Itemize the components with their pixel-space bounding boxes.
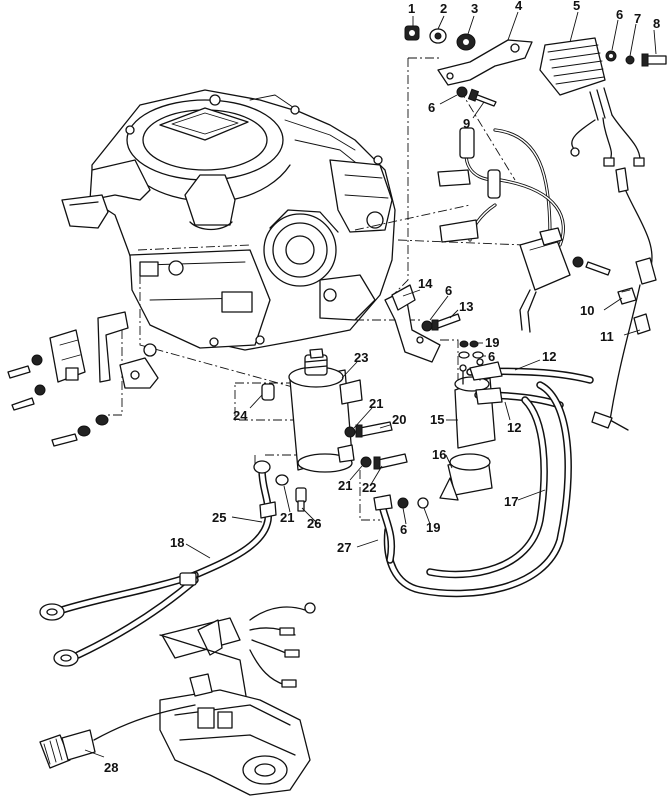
callout-21-top: 21 xyxy=(369,396,383,411)
callout-6-solenoid: 6 xyxy=(488,349,495,364)
part-27-cable xyxy=(373,494,396,564)
callout-25: 25 xyxy=(212,510,226,525)
part-25-cable xyxy=(191,460,277,579)
callout-20: 20 xyxy=(392,412,406,427)
callout-3: 3 xyxy=(471,1,478,16)
part-14-bracket xyxy=(384,284,441,363)
part-4-bracket xyxy=(437,39,533,86)
callout-9: 9 xyxy=(463,116,470,131)
callout-21-mid: 21 xyxy=(338,478,352,493)
part-13-bolt xyxy=(431,313,461,331)
callout-13: 13 xyxy=(459,299,473,314)
part-26-bolt xyxy=(295,487,307,512)
callout-22: 22 xyxy=(362,480,376,495)
callout-leader-lines xyxy=(84,11,657,758)
callout-2: 2 xyxy=(440,1,447,16)
callout-24: 24 xyxy=(233,408,248,423)
part-22-bolt xyxy=(373,453,408,470)
part-3-grommet xyxy=(456,33,476,51)
part-24-dowel xyxy=(261,383,275,401)
part-8-bolt xyxy=(641,53,667,67)
callout-12-bottom: 12 xyxy=(507,420,521,435)
spark-plug-caps-and-wires xyxy=(437,127,565,247)
callout-19-top: 19 xyxy=(485,335,499,350)
callout-11: 11 xyxy=(600,329,614,344)
part-17-cable-pair xyxy=(383,381,572,598)
part-19-nuts-solenoid xyxy=(458,340,484,359)
callout-8: 8 xyxy=(653,16,660,31)
part-2-bushing xyxy=(429,28,447,44)
callout-numbers: 1 2 3 4 5 6 7 8 6 9 14 6 13 10 11 19 6 1… xyxy=(104,0,660,775)
part-18-battery-cable xyxy=(39,571,199,667)
part-21-washers xyxy=(275,426,372,486)
part-5-rectifier xyxy=(539,37,613,121)
callout-26: 26 xyxy=(307,516,321,531)
part-20-bolt xyxy=(355,421,393,438)
part-16-solenoid-holder xyxy=(439,453,493,501)
callout-19-bottom: 19 xyxy=(426,520,440,535)
callout-21-bottom: 21 xyxy=(280,510,294,525)
left-bolts-and-washers xyxy=(7,354,109,447)
part-6-washer-top xyxy=(605,50,617,62)
lower-cowling xyxy=(159,673,311,796)
callout-6-lower: 6 xyxy=(400,522,407,537)
callout-23: 23 xyxy=(354,350,368,365)
part-9-bolt xyxy=(467,88,497,107)
callout-4: 4 xyxy=(515,0,523,13)
part-6-19-nuts-lower xyxy=(397,497,429,509)
callout-18: 18 xyxy=(170,535,184,550)
callout-6-left: 6 xyxy=(428,100,435,115)
callout-15: 15 xyxy=(430,412,444,427)
rectifier-wire-harness xyxy=(570,114,657,431)
wiring-harness-lower xyxy=(159,602,316,721)
callout-6-top: 6 xyxy=(616,7,623,22)
engine-block xyxy=(61,89,396,351)
callout-1: 1 xyxy=(408,1,415,16)
part-1-nut xyxy=(404,25,420,41)
callout-16: 16 xyxy=(432,447,446,462)
callout-6-bracket: 6 xyxy=(445,283,452,298)
ignition-coil xyxy=(519,227,571,333)
callout-7: 7 xyxy=(634,11,641,26)
part-28-connector xyxy=(39,704,196,769)
left-relay-assembly xyxy=(49,311,159,389)
callout-27: 27 xyxy=(337,540,351,555)
callout-17: 17 xyxy=(504,494,518,509)
part-7-washer xyxy=(625,55,635,65)
part-6-washer-bracket xyxy=(421,320,433,332)
callout-14: 14 xyxy=(418,276,433,291)
part-23-starter-motor xyxy=(288,348,363,473)
callout-12-top: 12 xyxy=(542,349,556,364)
coil-bolt xyxy=(572,256,611,276)
part-10-connector xyxy=(617,287,637,305)
callout-5: 5 xyxy=(573,0,580,13)
callout-28: 28 xyxy=(104,760,118,775)
callout-10: 10 xyxy=(580,303,594,318)
part-6-washer-left xyxy=(456,86,468,98)
